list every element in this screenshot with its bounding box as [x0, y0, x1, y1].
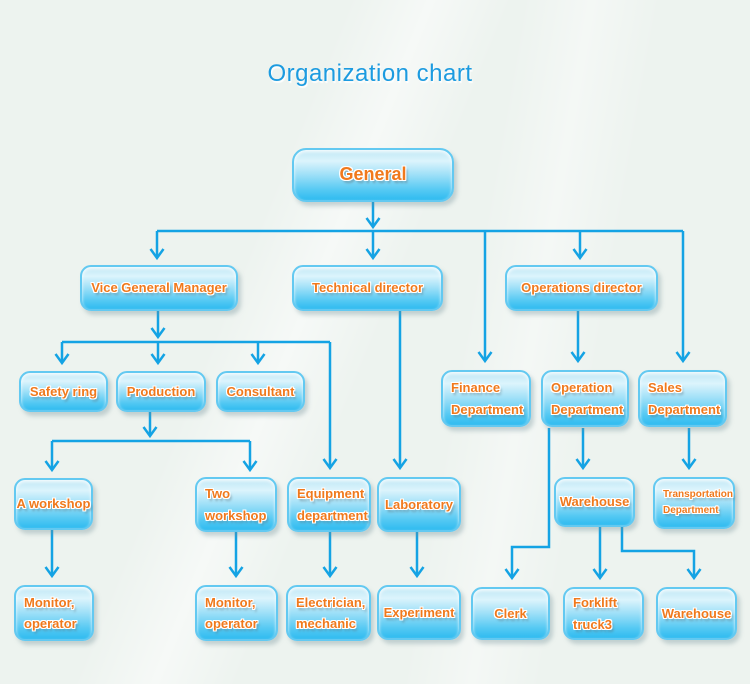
node-two-workshop: Two workshop	[195, 477, 277, 532]
node-clerk: Clerk	[471, 587, 550, 640]
node-warehouse-2: Warehouse	[656, 587, 737, 640]
node-production: Production	[116, 371, 206, 412]
node-finance-department: Finance Department	[441, 370, 531, 427]
node-vice-general-manager: Vice General Manager	[80, 265, 238, 311]
node-monitor-operator-1: Monitor, operator	[14, 585, 94, 641]
node-electrician-mechanic: Electrician, mechanic	[286, 585, 371, 641]
node-laboratory: Laboratory	[377, 477, 461, 532]
node-sales-department: Sales Department	[638, 370, 727, 427]
node-operation-department: Operation Department	[541, 370, 629, 427]
node-experiment: Experiment	[377, 585, 461, 640]
node-forklift-truck3: Forklift truck3	[563, 587, 644, 640]
page-title: Organization chart	[267, 60, 473, 87]
connector-lines	[44, 202, 702, 581]
node-equipment-department: Equipment department	[287, 477, 371, 532]
node-technical-director: Technical director	[292, 265, 443, 311]
node-safety-ring: Safety ring	[19, 371, 108, 412]
node-consultant: Consultant	[216, 371, 305, 412]
node-general: General	[292, 148, 454, 202]
node-warehouse: Warehouse	[554, 477, 635, 527]
node-operations-director: Operations director	[505, 265, 658, 311]
node-transportation-department: Transportation Department	[653, 477, 735, 529]
node-monitor-operator-2: Monitor, operator	[195, 585, 278, 641]
node-a-workshop: A workshop	[14, 478, 93, 530]
